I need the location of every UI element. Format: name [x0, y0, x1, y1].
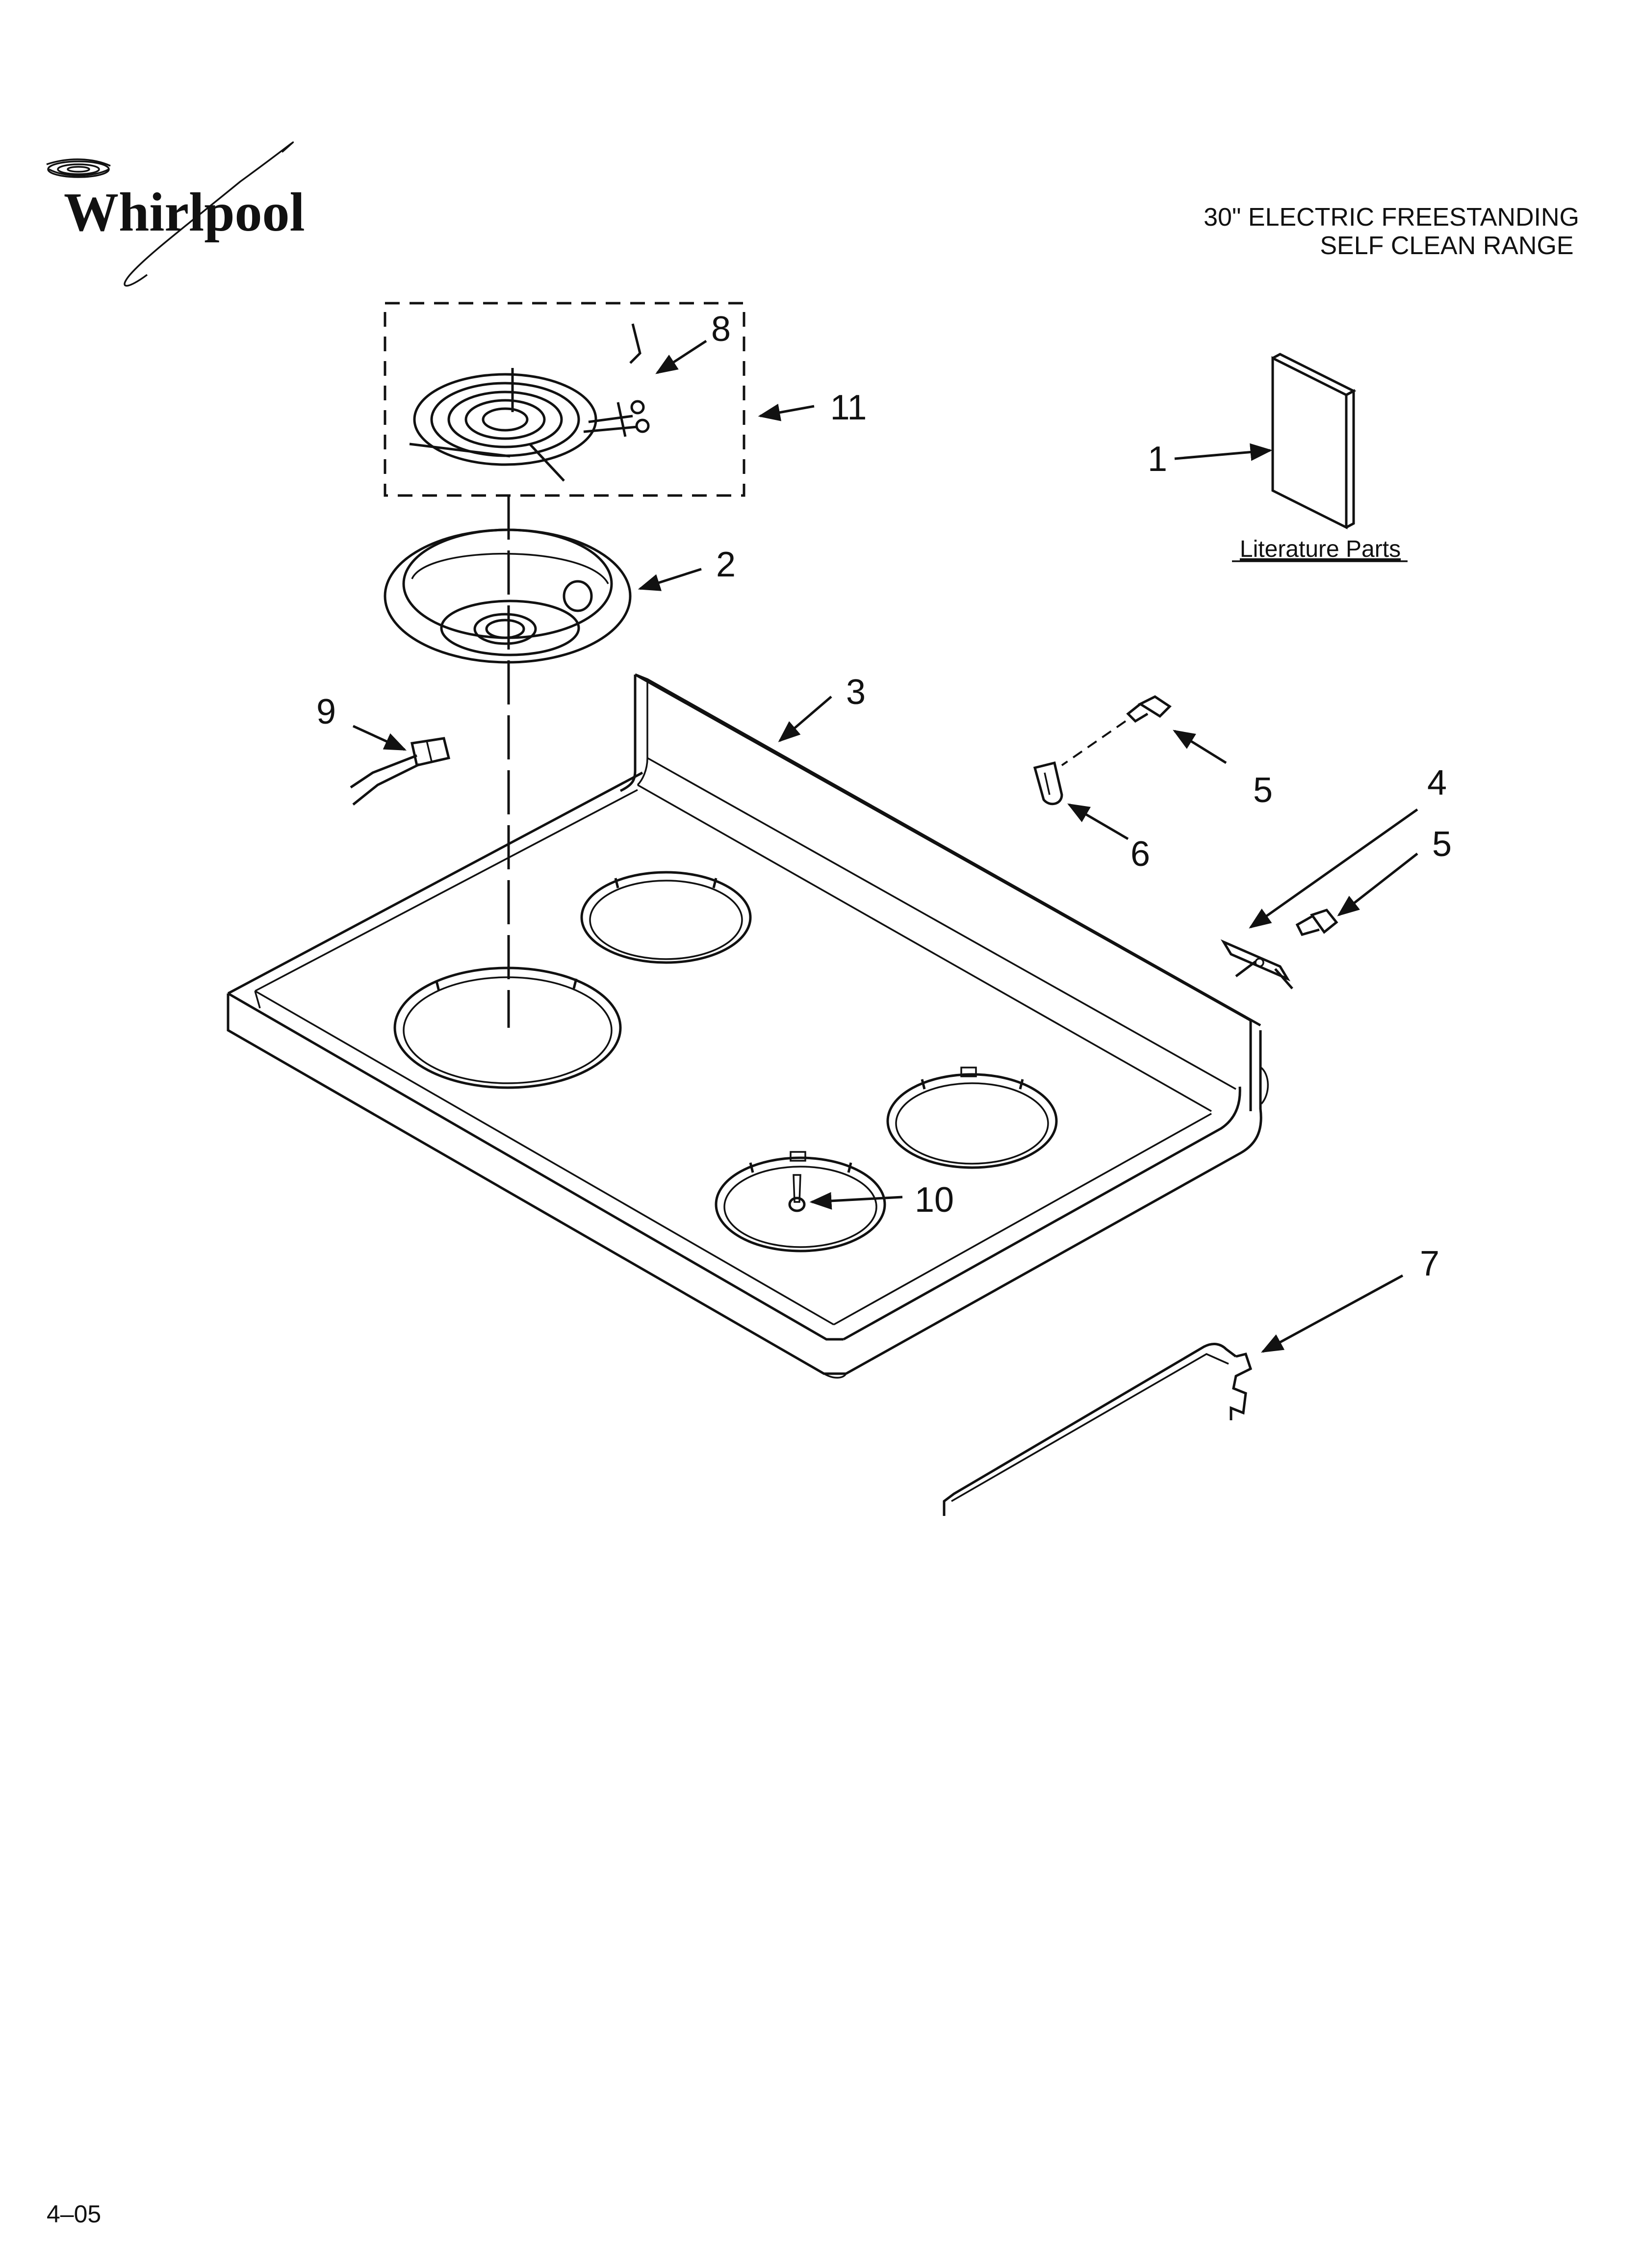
burner-opening-front-right — [715, 1156, 886, 1252]
leader-1 — [1174, 443, 1273, 461]
brand-name: Whirlpool — [64, 182, 305, 243]
screw-path — [1061, 720, 1127, 766]
literature-label: Literature Parts — [1240, 536, 1401, 562]
wire-rod-7 — [943, 1343, 1253, 1516]
screw-10 — [788, 1174, 806, 1212]
header-line-2: SELF CLEAN RANGE — [1320, 232, 1573, 260]
leader-11 — [758, 404, 815, 421]
callout-1: 1 — [1148, 440, 1167, 479]
whirlpool-logo: Whirlpool — [46, 141, 305, 287]
callout-10: 10 — [915, 1180, 954, 1220]
screw-5-upper — [1126, 695, 1172, 723]
terminal-clip — [616, 323, 650, 437]
leader-7 — [1261, 1274, 1404, 1353]
logo-loop — [124, 141, 294, 287]
callout-8: 8 — [711, 310, 731, 349]
callout-7: 7 — [1420, 1244, 1439, 1283]
burner-opening-rear-left — [580, 871, 752, 964]
leader-5-upper — [1173, 730, 1227, 764]
leader-2 — [638, 568, 702, 591]
leader-3 — [778, 696, 832, 742]
leader-9 — [352, 725, 407, 751]
callout-4: 4 — [1427, 763, 1447, 803]
cooktop — [227, 673, 1269, 1379]
literature-book — [1271, 353, 1357, 530]
burner-opening-rear-right — [886, 1073, 1058, 1169]
callout-6: 6 — [1130, 834, 1150, 874]
leader-4 — [1249, 808, 1418, 929]
leader-10 — [809, 1192, 903, 1210]
surface-element-coil — [409, 368, 638, 482]
burner-opening-front-left — [393, 966, 622, 1089]
revision-date: 4–05 — [47, 2200, 101, 2228]
leader-8 — [655, 339, 707, 374]
leader-5-lower — [1337, 853, 1418, 916]
clip-6 — [1033, 761, 1063, 806]
callout-3: 3 — [846, 673, 866, 712]
leader-6 — [1067, 803, 1129, 840]
callout-2: 2 — [716, 545, 736, 584]
assembly-box — [384, 302, 745, 497]
header-line-1: 30" ELECTRIC FREESTANDING — [1204, 203, 1579, 232]
callout-9: 9 — [316, 692, 336, 731]
receptacle — [350, 737, 451, 806]
swirl-icon — [46, 158, 111, 178]
screw-5-lower — [1295, 909, 1338, 936]
callout-5-lower: 5 — [1432, 825, 1452, 864]
callout-5-upper: 5 — [1253, 771, 1273, 810]
callout-11: 11 — [830, 388, 867, 427]
bracket-4 — [1220, 939, 1293, 990]
